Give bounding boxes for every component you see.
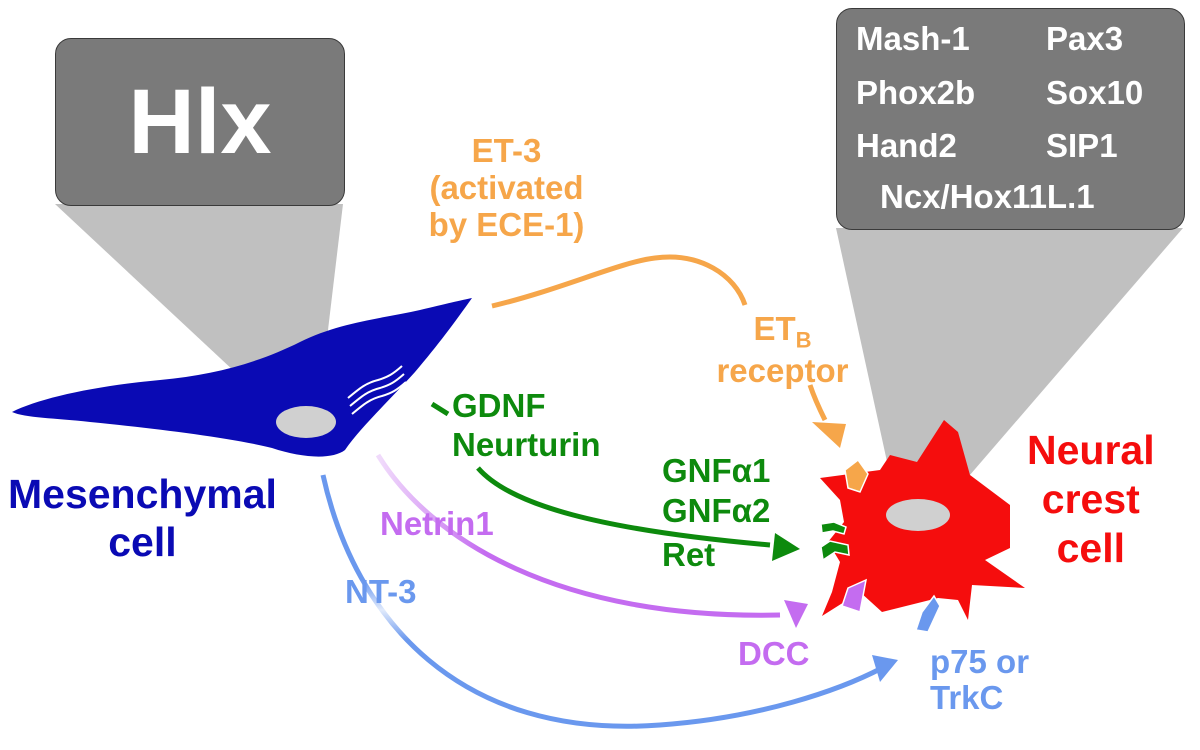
neural-crest-cell-label: Neural crest cell bbox=[1027, 426, 1155, 574]
etb-receptor-main: ET bbox=[753, 310, 796, 347]
etb-receptor-shape bbox=[844, 458, 869, 493]
mesenchymal-nucleus bbox=[276, 406, 336, 438]
p75-trkc-receptor-label: p75 or TrkC bbox=[930, 643, 1030, 717]
nt3-ligand-label: NT-3 bbox=[345, 573, 417, 610]
mesenchymal-label-line1: Mesenchymal bbox=[8, 471, 277, 517]
etb-receptor-label: ETB receptor bbox=[700, 310, 865, 390]
neural-crest-nucleus bbox=[886, 499, 950, 531]
netrin-arrowhead bbox=[784, 600, 808, 628]
mesenchymal-cell-body bbox=[12, 298, 472, 457]
et3-ligand-line1: ET-3 bbox=[471, 132, 542, 169]
et3-ligand-label: ET-3 (activated by ECE-1) bbox=[404, 132, 609, 244]
gfra-line2: GNFα2 bbox=[662, 491, 771, 529]
gdnf-arrowhead bbox=[772, 533, 800, 561]
gdnf-ligand-line1: GDNF bbox=[452, 387, 546, 424]
dcc-receptor-shape bbox=[841, 578, 868, 613]
dcc-receptor-label: DCC bbox=[738, 635, 810, 672]
gfra-ret-receptor-bottom bbox=[820, 540, 850, 562]
hlx-box: Hlx bbox=[55, 38, 345, 206]
tf-sox10: Sox10 bbox=[1046, 74, 1144, 111]
etb-receptor-sub: B bbox=[795, 327, 812, 353]
gfra-ret-receptor-top bbox=[820, 521, 847, 535]
nt3-arrowhead bbox=[872, 655, 898, 682]
tf-sip1: SIP1 bbox=[1046, 127, 1118, 164]
ret-line: Ret bbox=[662, 536, 716, 574]
gdnf-ligand-label: GDNF Neurturin bbox=[452, 387, 601, 465]
tf-pax3: Pax3 bbox=[1046, 20, 1124, 57]
tf-hand2: Hand2 bbox=[856, 127, 957, 164]
gdnf-arrow bbox=[430, 401, 771, 548]
neural-crest-label-line2: crest bbox=[1041, 476, 1140, 523]
mesenchymal-label-line2: cell bbox=[108, 519, 177, 566]
p75-trkc-line1: p75 or bbox=[930, 643, 1030, 680]
et3-ligand-line2: (activated bbox=[429, 168, 584, 206]
mesenchymal-cell-label: Mesenchymal cell bbox=[8, 470, 277, 567]
tf-phox2b: Phox2b bbox=[856, 74, 976, 111]
gfra-line1: GNFα1 bbox=[662, 452, 771, 489]
neural-crest-label-line3: cell bbox=[1056, 525, 1125, 572]
gfra-ret-receptor-label: GNFα1 GNFα2 Ret bbox=[662, 451, 770, 575]
et3-arrow bbox=[491, 254, 748, 309]
secretion-squiggles bbox=[347, 365, 407, 415]
transcription-factor-box: Mash-1 Pax3 Phox2b Sox10 Hand2 SIP1 Ncx/… bbox=[836, 8, 1185, 230]
p75-trkc-receptor-shape bbox=[915, 594, 941, 633]
et3-arrow-to-receptor bbox=[807, 384, 828, 422]
et3-arrowhead bbox=[812, 422, 846, 448]
nt3-arrow bbox=[320, 474, 884, 729]
netrin-ligand-label: Netrin1 bbox=[380, 505, 494, 542]
p75-trkc-line2: TrkC bbox=[930, 679, 1004, 717]
netrin-arrow bbox=[375, 453, 781, 618]
tf-zoom-cone bbox=[836, 228, 1183, 512]
et3-ligand-line3: by ECE-1) bbox=[428, 205, 585, 243]
tf-mash1: Mash-1 bbox=[856, 20, 970, 57]
gdnf-ligand-line2: Neurturin bbox=[452, 425, 601, 463]
etb-receptor-line2: receptor bbox=[716, 352, 849, 390]
tf-ncx-hox11l1: Ncx/Hox11L.1 bbox=[880, 178, 1095, 215]
hlx-label: Hlx bbox=[128, 70, 272, 173]
neural-crest-label-line1: Neural bbox=[1027, 427, 1155, 473]
